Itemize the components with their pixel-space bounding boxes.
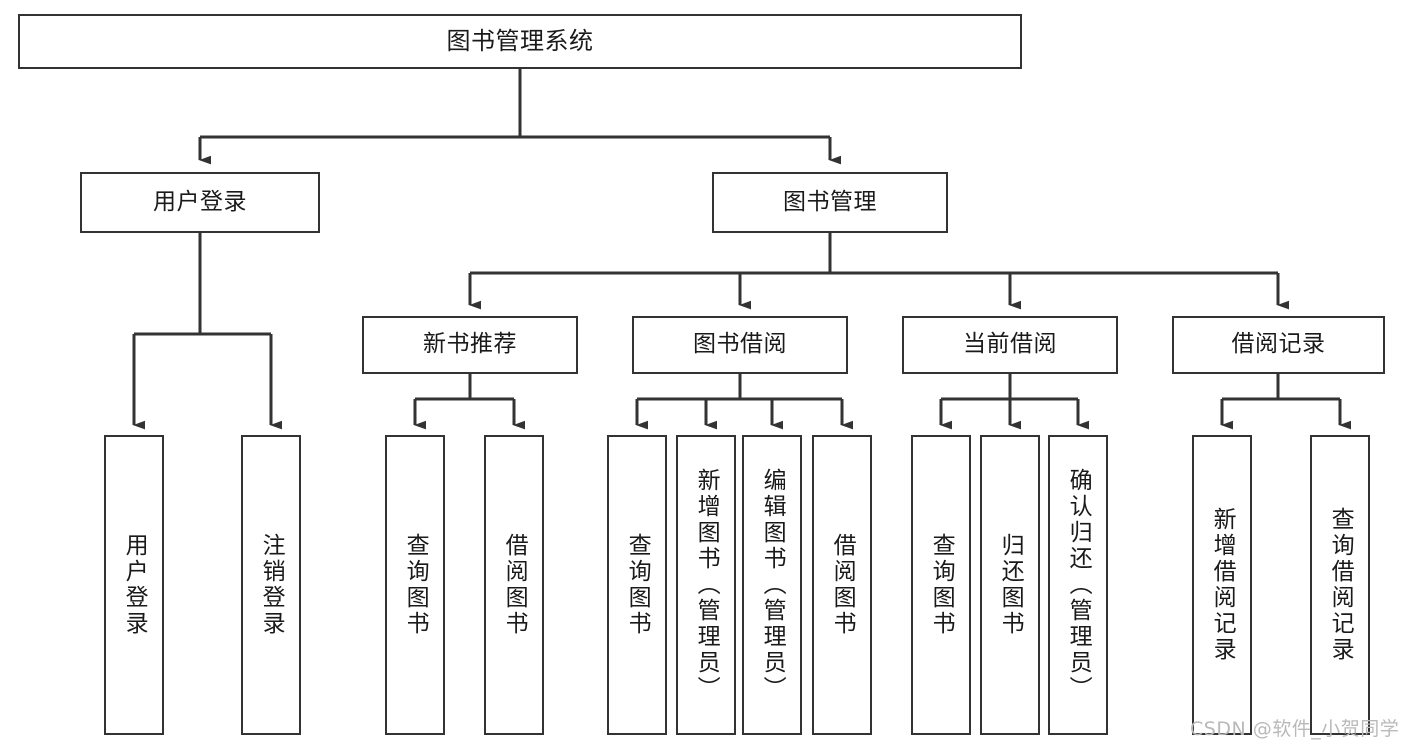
- node-label: 图书借阅: [693, 331, 787, 358]
- node-borrowing-records[interactable]: 借阅记录: [1172, 316, 1385, 374]
- leaf-add-borrow-record[interactable]: 新增借阅记录: [1192, 435, 1252, 735]
- node-label: 用户登录: [121, 533, 148, 637]
- node-label: 图书管理系统: [446, 27, 594, 56]
- leaf-edit-book-admin[interactable]: 编辑图书（管理员）: [742, 435, 802, 735]
- node-root-book-management-system[interactable]: 图书管理系统: [18, 14, 1022, 69]
- leaf-search-books-new[interactable]: 查询图书: [385, 435, 445, 735]
- node-label: 新增图书（管理员）: [693, 468, 720, 702]
- node-label: 图书管理: [783, 188, 877, 215]
- node-label: 新书推荐: [423, 331, 517, 358]
- node-new-book-recommendation[interactable]: 新书推荐: [362, 316, 578, 374]
- node-label: 新增借阅记录: [1209, 507, 1236, 663]
- leaf-user-login[interactable]: 用户登录: [104, 435, 164, 735]
- node-book-management[interactable]: 图书管理: [712, 172, 948, 233]
- node-user-login[interactable]: 用户登录: [80, 172, 320, 233]
- leaf-logout[interactable]: 注销登录: [241, 435, 301, 735]
- node-label: 借阅图书: [501, 533, 528, 637]
- leaf-return-book[interactable]: 归还图书: [980, 435, 1040, 735]
- node-label: 查询图书: [928, 533, 955, 637]
- node-label: 查询借阅记录: [1327, 507, 1354, 663]
- node-book-borrowing[interactable]: 图书借阅: [632, 316, 848, 374]
- node-label: 借阅记录: [1231, 331, 1326, 358]
- node-label: 借阅图书: [829, 533, 856, 637]
- node-label: 归还图书: [997, 533, 1024, 637]
- node-label: 确认归还（管理员）: [1065, 468, 1092, 702]
- node-label: 查询图书: [402, 533, 429, 637]
- node-label: 编辑图书（管理员）: [759, 468, 786, 702]
- node-label: 当前借阅: [963, 331, 1057, 358]
- leaf-search-books-current[interactable]: 查询图书: [911, 435, 971, 735]
- node-label: 注销登录: [258, 533, 285, 637]
- leaf-confirm-return-admin[interactable]: 确认归还（管理员）: [1048, 435, 1108, 735]
- leaf-borrow-books-new[interactable]: 借阅图书: [484, 435, 544, 735]
- node-current-borrowing[interactable]: 当前借阅: [902, 316, 1118, 374]
- leaf-search-borrow-record[interactable]: 查询借阅记录: [1310, 435, 1370, 735]
- node-label: 用户登录: [153, 188, 247, 215]
- leaf-search-books-borrow[interactable]: 查询图书: [607, 435, 667, 735]
- leaf-add-book-admin[interactable]: 新增图书（管理员）: [676, 435, 736, 735]
- node-label: 查询图书: [624, 533, 651, 637]
- leaf-borrow-book[interactable]: 借阅图书: [812, 435, 872, 735]
